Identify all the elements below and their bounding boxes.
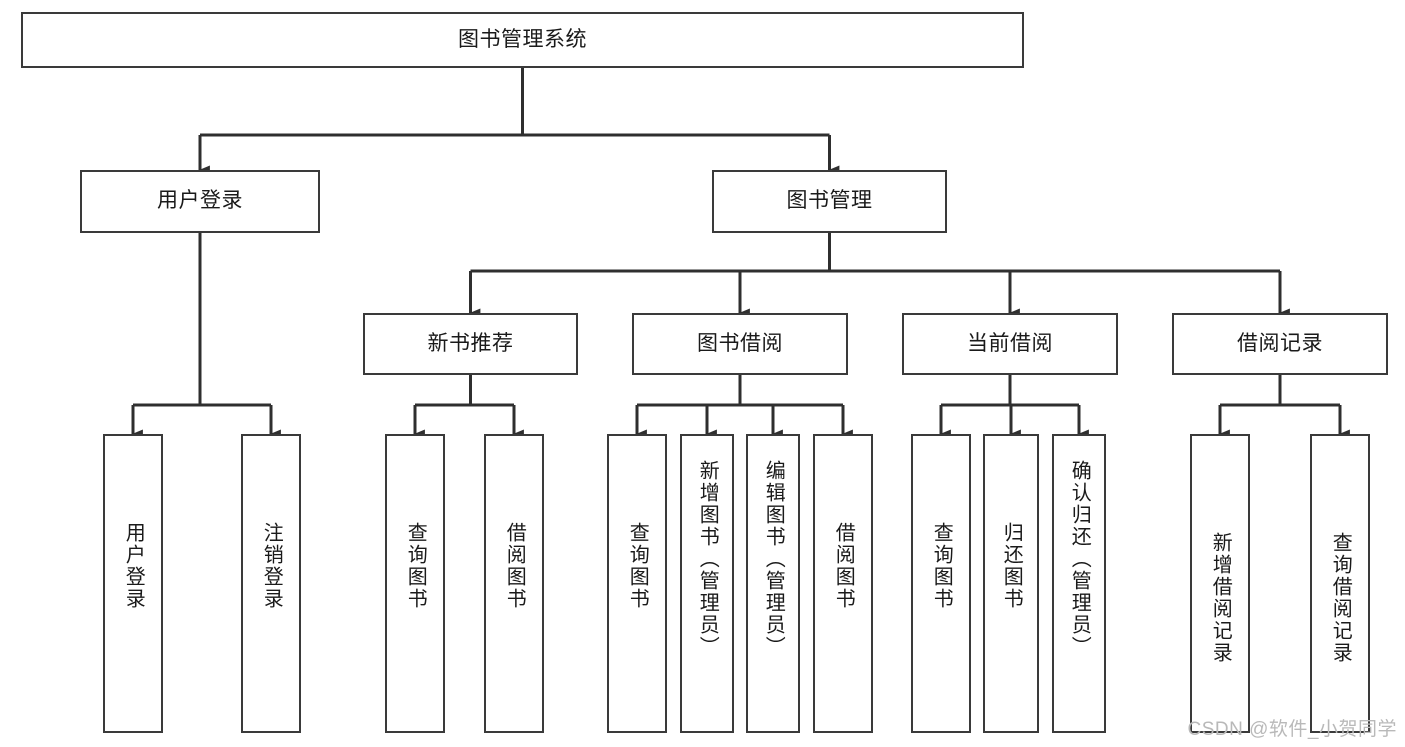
node-label-leaf-09: 查询图书: [930, 522, 953, 610]
node-label-leaf-02: 注销登录: [260, 522, 283, 610]
node-box-leaf-10[interactable]: 归还图书: [983, 434, 1039, 733]
node-box-root[interactable]: 图书管理系统: [21, 12, 1024, 68]
node-label-leaf-04: 借阅图书: [503, 522, 526, 610]
node-box-leaf-08[interactable]: 借阅图书: [813, 434, 873, 733]
node-label-leaf-07: 编辑图书（管理员）: [762, 460, 785, 658]
node-label-l3-a: 新书推荐: [427, 331, 514, 355]
node-label-l2-a: 用户登录: [157, 189, 243, 213]
node-box-leaf-12[interactable]: 新增借阅记录: [1190, 434, 1250, 733]
node-label-leaf-03: 查询图书: [404, 522, 427, 610]
node-box-l3-a[interactable]: 新书推荐: [363, 313, 578, 375]
node-box-l2-a[interactable]: 用户登录: [80, 170, 320, 233]
node-label-leaf-08: 借阅图书: [832, 522, 855, 610]
node-box-l3-d[interactable]: 借阅记录: [1172, 313, 1388, 375]
node-box-leaf-06[interactable]: 新增图书（管理员）: [680, 434, 734, 733]
node-box-leaf-02[interactable]: 注销登录: [241, 434, 301, 733]
node-box-leaf-13[interactable]: 查询借阅记录: [1310, 434, 1370, 733]
node-box-leaf-01[interactable]: 用户登录: [103, 434, 163, 733]
node-label-root: 图书管理系统: [458, 27, 587, 51]
node-box-leaf-03[interactable]: 查询图书: [385, 434, 445, 733]
node-label-l2-b: 图书管理: [786, 189, 873, 213]
node-box-leaf-05[interactable]: 查询图书: [607, 434, 667, 733]
node-label-l3-c: 当前借阅: [967, 331, 1053, 355]
node-box-l3-c[interactable]: 当前借阅: [902, 313, 1118, 375]
node-box-l2-b[interactable]: 图书管理: [712, 170, 947, 233]
node-label-leaf-13: 查询借阅记录: [1329, 532, 1352, 664]
node-box-l3-b[interactable]: 图书借阅: [632, 313, 848, 375]
node-box-leaf-09[interactable]: 查询图书: [911, 434, 971, 733]
node-label-leaf-10: 归还图书: [1000, 522, 1023, 610]
node-box-leaf-07[interactable]: 编辑图书（管理员）: [746, 434, 800, 733]
node-box-leaf-11[interactable]: 确认归还（管理员）: [1052, 434, 1106, 733]
node-label-leaf-01: 用户登录: [122, 522, 145, 610]
node-label-leaf-06: 新增图书（管理员）: [696, 460, 719, 658]
node-box-leaf-04[interactable]: 借阅图书: [484, 434, 544, 733]
node-label-l3-b: 图书借阅: [697, 331, 783, 355]
node-label-leaf-05: 查询图书: [626, 522, 649, 610]
node-label-leaf-12: 新增借阅记录: [1209, 532, 1232, 664]
node-label-l3-d: 借阅记录: [1237, 331, 1323, 355]
node-label-leaf-11: 确认归还（管理员）: [1068, 460, 1091, 658]
